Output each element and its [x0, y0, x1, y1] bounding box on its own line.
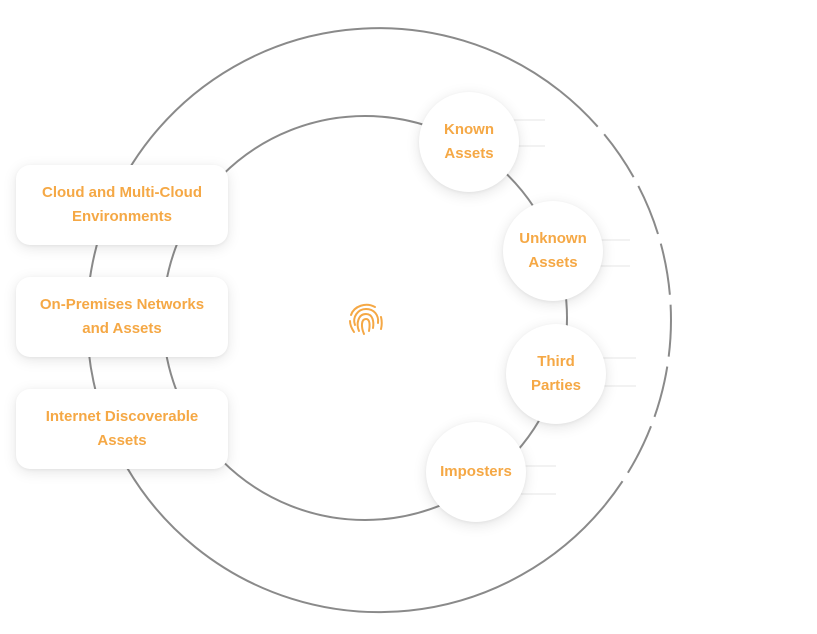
card-internet-discoverable[interactable]: Internet Discoverable Assets	[16, 389, 228, 469]
bubble-third-parties-label: Third Parties	[530, 353, 582, 394]
card-internet-label: Internet Discoverable Assets	[45, 408, 199, 449]
bubble-imposters-label: Imposters	[440, 463, 512, 480]
outer-ring-dashed	[559, 90, 672, 506]
bubble-unknown-assets[interactable]: Unknown Assets	[503, 201, 603, 301]
card-cloud-label: Cloud and Multi-Cloud Environments	[42, 184, 202, 225]
bubble-known-assets[interactable]: Known Assets	[419, 92, 519, 192]
bubble-known-label: Known Assets	[444, 121, 494, 162]
card-on-premises-networks[interactable]: On-Premises Networks and Assets	[16, 277, 228, 357]
bubble-third-parties[interactable]: Third Parties	[506, 324, 606, 424]
fingerprint-icon	[349, 303, 383, 335]
bubble-unknown-label: Unknown Assets	[519, 230, 587, 271]
card-on-premises-label: On-Premises Networks and Assets	[39, 296, 205, 337]
connector-ticks	[505, 119, 636, 495]
bubble-imposters[interactable]: Imposters	[426, 422, 526, 522]
card-cloud-environments[interactable]: Cloud and Multi-Cloud Environments	[16, 165, 228, 245]
